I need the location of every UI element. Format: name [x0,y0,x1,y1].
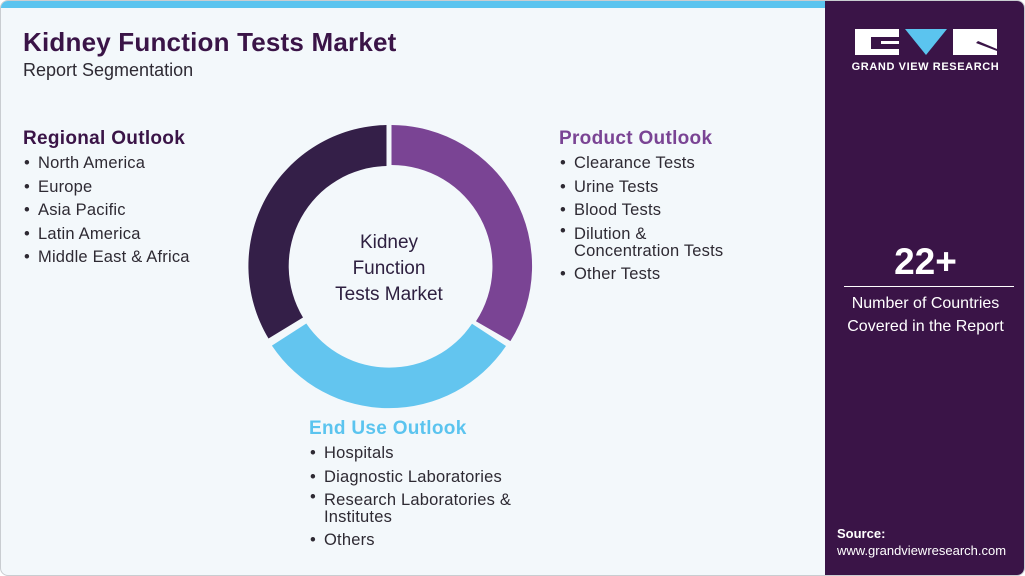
list-item: Europe [23,176,190,200]
list-item: Research Laboratories & Institutes [309,489,511,529]
center-label-line: Tests Market [335,284,443,305]
source-url: www.grandviewresearch.com [837,543,1007,558]
center-label-line: Kidney [359,232,419,253]
list-item: North America [23,152,190,176]
brand-side-panel: GRAND VIEW RESEARCH 22+ Number of Countr… [825,1,1024,575]
list-item: Diagnostic Laboratories [309,466,511,490]
end-use-outlook-title: End Use Outlook [309,418,467,439]
list-item: Middle East & Africa [23,246,190,270]
list-item: Others [309,529,511,553]
list-item: Dilution & Concentration Tests [559,223,723,263]
accent-bar [1,1,825,8]
countries-count: 22+ [894,241,957,282]
list-item: Blood Tests [559,199,723,223]
page-subtitle: Report Segmentation [23,60,194,80]
countries-label-line: Covered in the Report [847,318,1004,335]
divider [844,286,1014,287]
product-outlook-list: Clearance Tests Urine Tests Blood Tests … [559,152,723,286]
list-item: Asia Pacific [23,199,190,223]
donut-center-label: Kidney Function Tests Market [319,230,459,308]
list-item-line: Concentration Tests [574,241,724,260]
donut-segment-product [391,125,533,342]
list-item: Other Tests [559,263,723,287]
list-item: Latin America [23,223,190,247]
logo-text: GRAND VIEW RESEARCH [851,61,1000,73]
grand-view-research-logo-icon [855,29,997,55]
regional-outlook-list: North America Europe Asia Pacific Latin … [23,152,190,270]
source-label: Source: [837,526,886,541]
list-item-line: Research Laboratories & [324,491,512,509]
countries-label-line: Number of Countries [851,295,1000,312]
page-title: Kidney Function Tests Market [23,27,397,57]
list-item: Hospitals [309,442,511,466]
regional-outlook-title: Regional Outlook [23,128,186,149]
donut-segment-end-use [271,323,506,409]
segmentation-donut-chart [248,125,533,409]
countries-label: Number of Countries Covered in the Repor… [825,292,1024,338]
product-outlook-title: Product Outlook [559,128,713,149]
list-item: Clearance Tests [559,152,723,176]
end-use-outlook-list: Hospitals Diagnostic Laboratories Resear… [309,442,511,553]
donut-segment-regional [248,125,387,339]
list-item-line: Dilution & [574,224,647,243]
list-item: Urine Tests [559,176,723,200]
list-item-line: Institutes [324,508,393,526]
center-label-line: Function [352,258,426,279]
